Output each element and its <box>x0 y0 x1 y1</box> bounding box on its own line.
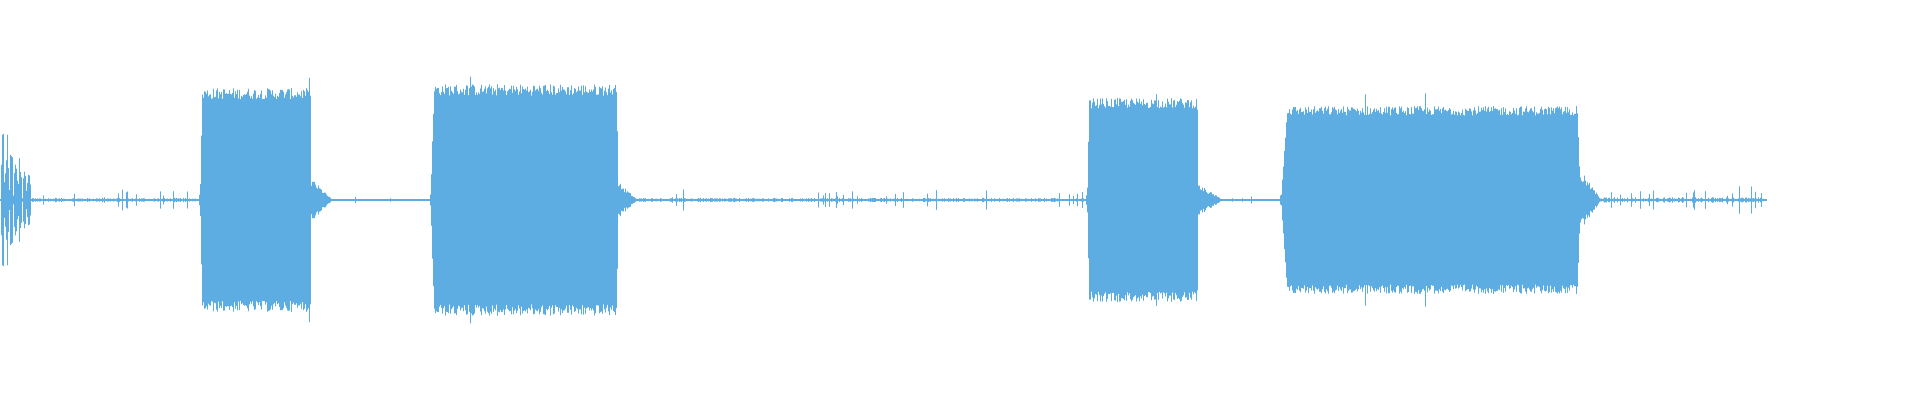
waveform-segment-noise <box>332 196 431 204</box>
waveform-segment-noise <box>1601 186 1767 214</box>
waveform-segment-noise <box>637 189 1087 211</box>
waveform-segment-block <box>199 77 312 323</box>
waveform-segment-block <box>1280 93 1581 307</box>
waveform-segment-burst <box>0 133 31 267</box>
waveform-segment-tail <box>618 183 638 217</box>
waveform-segment-tail <box>311 181 333 219</box>
waveform-segment-tail <box>1198 185 1224 215</box>
waveform-amplitude-bars <box>0 76 1767 324</box>
waveform-segment-block <box>1086 94 1199 306</box>
waveform-segment-noise <box>1223 196 1281 204</box>
waveform-segment-block <box>430 76 619 324</box>
waveform-segment-tail <box>1580 175 1602 225</box>
waveform-segment-noise <box>30 189 200 211</box>
